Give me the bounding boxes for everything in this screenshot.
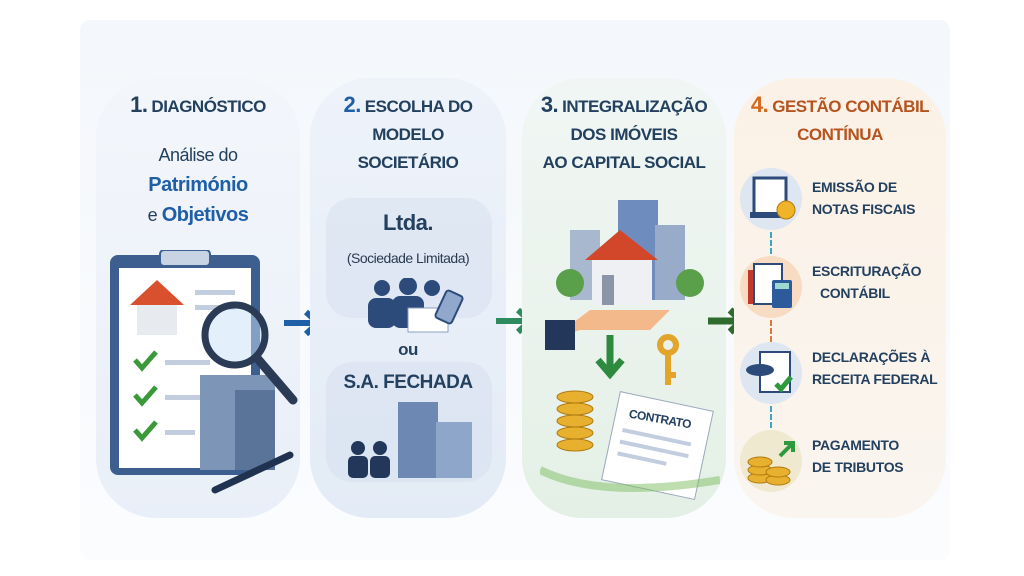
step-title: DIAGNÓSTICO xyxy=(151,97,266,116)
step-1-subtitle: Análise do Património e Objetivos xyxy=(100,140,296,230)
task-emissao: EMISSÃO DE NOTAS FISCAIS xyxy=(812,176,915,220)
property-integration-illustration xyxy=(540,200,720,501)
step-title-line: DOS IMÓVEIS xyxy=(570,125,678,144)
task-escrituracao: ESCRITURAÇÃO CONTÁBIL xyxy=(812,260,921,304)
task-line: DECLARAÇÕES À xyxy=(812,349,931,365)
step-title-line: MODELO xyxy=(372,125,444,144)
step-4-title: 4. GESTÃO CONTÁBIL CONTÍNUA xyxy=(736,92,944,149)
connector xyxy=(770,320,772,342)
ltda-label: Ltda. xyxy=(382,210,434,235)
declaration-icon xyxy=(740,342,802,404)
task-line: DE TRIBUTOS xyxy=(812,459,904,475)
task-line: RECEITA FEDERAL xyxy=(812,371,938,387)
step-3-title: 3. INTEGRALIZAÇÃO DOS IMÓVEIS AO CAPITAL… xyxy=(524,92,724,177)
task-line: PAGAMENTO xyxy=(812,437,900,453)
corporate-building-icon xyxy=(348,402,472,478)
task-line: EMISSÃO DE xyxy=(812,179,897,195)
calculator-icon xyxy=(740,256,802,318)
coins-icon xyxy=(740,430,802,492)
step-title-line: SOCIETÁRIO xyxy=(357,153,459,172)
invoice-icon xyxy=(740,168,802,230)
clipboard-analysis-illustration xyxy=(110,250,298,494)
step-number: 1. xyxy=(130,92,148,117)
step-title-line: ESCOLHA DO xyxy=(364,97,473,116)
task-pagamento: PAGAMENTO DE TRIBUTOS xyxy=(812,434,904,478)
subtitle-word: e xyxy=(147,205,158,225)
partners-icon xyxy=(368,278,464,333)
step-number: 3. xyxy=(540,92,559,117)
task-line: CONTÁBIL xyxy=(820,285,890,301)
subtitle-line: Análise do xyxy=(158,145,238,165)
connector xyxy=(770,232,772,254)
ltda-description: (Sociedade Limitada) xyxy=(346,250,470,266)
subtitle-line: Património xyxy=(148,174,248,196)
step-number: 2. xyxy=(343,92,361,117)
step-number: 4. xyxy=(750,92,769,117)
step-title-line: GESTÃO CONTÁBIL xyxy=(772,97,930,116)
step-2-title: 2. ESCOLHA DO MODELO SOCIETÁRIO xyxy=(314,92,502,177)
subtitle-word: Objetivos xyxy=(161,204,249,226)
step-title-line: AO CAPITAL SOCIAL xyxy=(542,153,706,172)
step-title-line: INTEGRALIZAÇÃO xyxy=(562,97,708,116)
step-title-line: CONTÍNUA xyxy=(797,125,883,144)
or-label: ou xyxy=(398,340,418,359)
connector xyxy=(770,406,772,428)
task-declaracoes: DECLARAÇÕES À RECEITA FEDERAL xyxy=(812,346,938,390)
step-1-title: 1. DIAGNÓSTICO xyxy=(100,92,296,121)
task-line: NOTAS FISCAIS xyxy=(812,201,916,217)
sa-label: S.A. FECHADA xyxy=(343,372,473,393)
task-line: ESCRITURAÇÃO xyxy=(812,263,922,279)
